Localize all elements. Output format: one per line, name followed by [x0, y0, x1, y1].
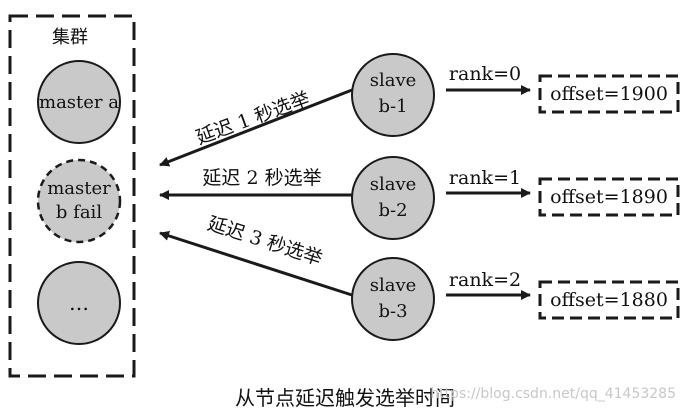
master-a-circle — [37, 60, 121, 144]
slave-b-3-circle — [351, 257, 435, 341]
offset-box-b-2 — [538, 177, 680, 217]
slave-b-2-label-line2: b-2 — [378, 200, 407, 221]
master-b-circle — [36, 158, 122, 244]
delay-label-b-3: 延迟 3 秒选举 — [205, 212, 325, 270]
offset-value-b-3: offset=1880 — [550, 289, 668, 311]
master-b-label-line1: master — [47, 178, 111, 199]
offset-box-b-3 — [538, 280, 680, 320]
rank-label-b-3: rank=2 — [449, 269, 521, 291]
failover-election-diagram: 集群 master a master b fail … 延迟 1 秒选举 延迟 … — [8, 14, 680, 378]
slave-b-1-label-line1: slave — [370, 70, 417, 91]
more-masters-circle — [37, 261, 121, 345]
master-b-label-line2: b fail — [56, 202, 102, 223]
master-b-failed-node: master b fail — [36, 158, 122, 244]
offset-box-b-1 — [538, 74, 680, 114]
slave-b-2-circle — [351, 156, 435, 240]
more-masters-label: … — [69, 291, 89, 315]
more-masters-node: … — [37, 261, 121, 345]
slave-b-3-node: slave b-3 — [351, 257, 435, 341]
slave-b-1-circle — [351, 53, 435, 137]
slave-b-1-label-line2: b-1 — [378, 96, 407, 117]
election-arrow-b-1 — [159, 88, 353, 167]
election-arrow-b-3 — [159, 231, 356, 298]
master-a-node: master a — [37, 60, 121, 144]
rank-label-b-2: rank=1 — [449, 167, 521, 189]
watermark-url: https://blog.csdn.net/qq_41453285 — [430, 386, 676, 402]
slave-b-3-label-line1: slave — [370, 275, 417, 296]
offset-value-b-1: offset=1900 — [550, 83, 668, 105]
rank-label-b-1: rank=0 — [449, 63, 521, 85]
master-a-label: master a — [39, 92, 119, 113]
slave-b-2-label-line1: slave — [370, 174, 417, 195]
delay-label-b-1: 延迟 1 秒选举 — [193, 88, 313, 149]
slave-b-2-node: slave b-2 — [351, 156, 435, 240]
figure-caption: 从节点延迟触发选举时间 — [235, 386, 455, 410]
delay-label-b-2: 延迟 2 秒选举 — [202, 167, 321, 189]
cluster-label: 集群 — [52, 27, 88, 48]
slave-b-1-node: slave b-1 — [351, 53, 435, 137]
cluster-box — [8, 14, 136, 378]
offset-value-b-2: offset=1890 — [550, 186, 668, 208]
slave-b-3-label-line2: b-3 — [378, 301, 407, 322]
